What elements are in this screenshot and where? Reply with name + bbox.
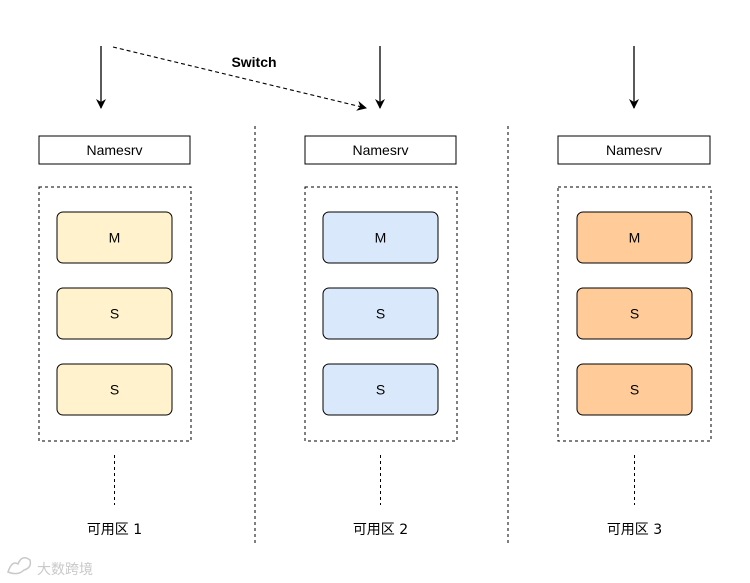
watermark-text: 大数跨境 <box>37 562 93 578</box>
zone-label: 可用区 2 <box>353 522 408 538</box>
broker-label: M <box>629 230 641 246</box>
watermark-logo-icon <box>7 557 32 575</box>
broker-box-slave <box>322 363 439 416</box>
zone-label: 可用区 3 <box>607 522 662 538</box>
namesrv-box <box>38 135 191 165</box>
zone-2: Namesrv M S S 可用区 2 <box>304 135 458 538</box>
broker-box-slave <box>322 287 439 340</box>
namesrv-box <box>304 135 457 165</box>
zone-label: 可用区 1 <box>87 522 142 538</box>
broker-label: S <box>110 382 119 398</box>
broker-label: S <box>110 306 119 322</box>
switch-label: Switch <box>231 54 276 70</box>
broker-label: S <box>630 306 639 322</box>
zone-1: Namesrv M S S 可用区 1 <box>38 135 192 538</box>
broker-box-slave <box>56 363 173 416</box>
broker-group <box>304 186 458 442</box>
broker-group <box>557 186 712 442</box>
broker-label: S <box>376 306 385 322</box>
broker-label: S <box>630 382 639 398</box>
namesrv-label: Namesrv <box>86 142 142 158</box>
broker-box-slave <box>56 287 173 340</box>
namesrv-label: Namesrv <box>606 142 662 158</box>
switch-arrow <box>112 46 367 111</box>
broker-box-master <box>56 211 173 264</box>
namesrv-label: Namesrv <box>352 142 408 158</box>
namesrv-box <box>557 135 711 165</box>
broker-box-master <box>322 211 439 264</box>
zone-3: Namesrv M S S 可用区 3 <box>557 135 712 538</box>
broker-box-master <box>576 211 693 264</box>
broker-box-slave <box>576 363 693 416</box>
watermark: 大数跨境 <box>7 557 93 578</box>
broker-box-slave <box>576 287 693 340</box>
broker-label: S <box>376 382 385 398</box>
broker-label: M <box>375 230 387 246</box>
broker-group <box>38 186 192 442</box>
broker-label: M <box>109 230 121 246</box>
